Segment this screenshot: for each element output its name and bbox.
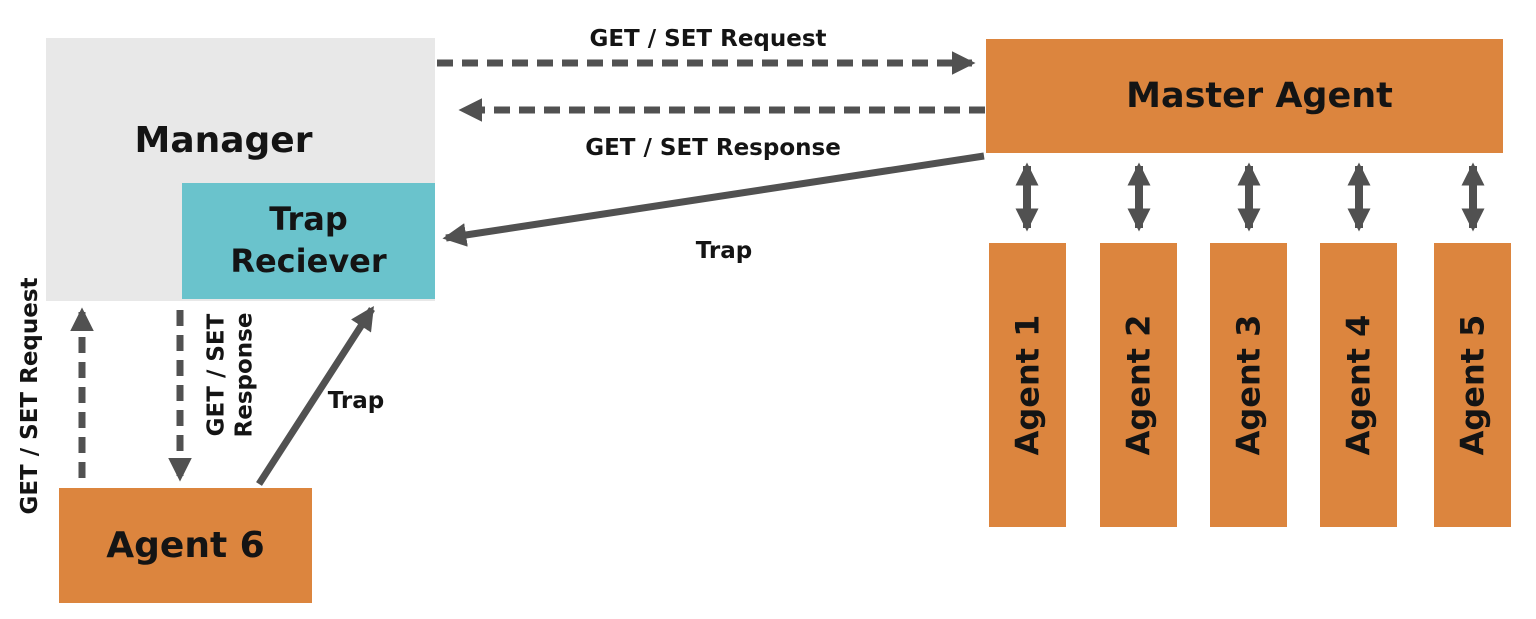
agent-4-label: Agent 4 — [1339, 314, 1378, 456]
agent-1-node: Agent 1 — [989, 243, 1066, 527]
agent6-response-arrow-label-line2: Response — [231, 312, 257, 438]
agent-4-node: Agent 4 — [1320, 243, 1397, 527]
trap-receiver-node: Trap Reciever — [182, 183, 435, 299]
agent6-request-arrow-label: GET / SET Request — [17, 277, 44, 515]
trap-arrow-label: Trap — [695, 238, 753, 264]
agent-2-label: Agent 2 — [1119, 314, 1158, 456]
agent-6-node: Agent 6 — [59, 488, 312, 603]
agent-3-node: Agent 3 — [1210, 243, 1287, 527]
agent-6-label: Agent 6 — [106, 525, 265, 566]
agent-3-label: Agent 3 — [1229, 314, 1268, 456]
manager-label: Manager — [134, 120, 313, 161]
trap-arrow-master-to-trap-receiver — [442, 152, 985, 247]
agent6-response-arrow-label-line1: GET / SET — [203, 313, 230, 437]
agent6-response-arrow-label: GET / SET Response — [203, 313, 258, 438]
master-agent-label: Master Agent — [1126, 76, 1393, 116]
agent-5-node: Agent 5 — [1434, 243, 1511, 527]
agent-1-label: Agent 1 — [1008, 314, 1047, 456]
trap-receiver-label-line1: Trap — [269, 200, 348, 239]
request-arrow-label: GET / SET Request — [589, 26, 827, 52]
master-agent-node: Master Agent — [986, 39, 1503, 153]
response-arrow-label: GET / SET Response — [585, 135, 841, 161]
trap-receiver-label-line2: Reciever — [230, 242, 387, 280]
trap-receiver-label: Trap Reciever — [230, 199, 386, 282]
agent6-trap-arrow-label: Trap — [327, 388, 385, 414]
agent-2-node: Agent 2 — [1100, 243, 1177, 527]
agent-5-label: Agent 5 — [1453, 314, 1492, 456]
